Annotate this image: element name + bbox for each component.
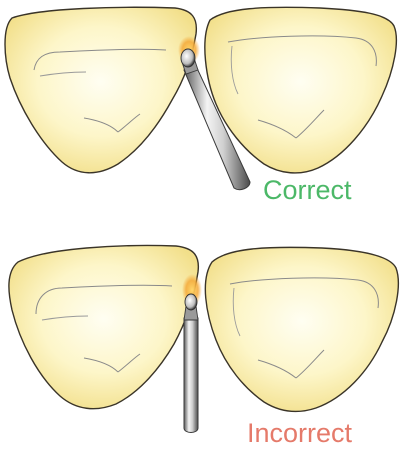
panel-correct <box>5 7 396 189</box>
right-tooth-crown <box>205 247 398 411</box>
bur-instrument <box>184 294 198 433</box>
bur-shaft <box>184 318 198 433</box>
caption-correct: Correct <box>263 175 352 205</box>
caption-incorrect: Incorrect <box>247 418 352 448</box>
left-tooth-crown <box>9 246 198 409</box>
bur-tip <box>185 294 197 310</box>
panel-incorrect <box>9 246 398 433</box>
bur-tip <box>181 49 195 67</box>
left-tooth-crown <box>5 7 196 172</box>
